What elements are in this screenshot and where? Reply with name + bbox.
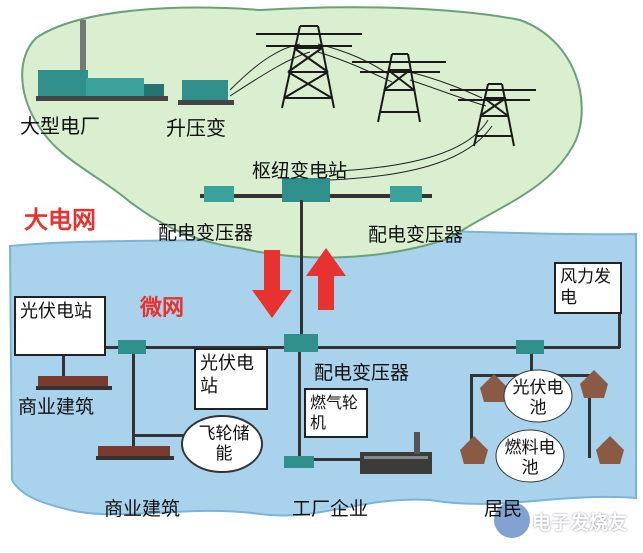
microgrid-region-label: 微网 — [140, 296, 185, 321]
power-plant-label: 大型电厂 — [20, 114, 100, 138]
dist-transformer-left-label: 配电变压器 — [158, 222, 254, 244]
transmission-tower-icon — [450, 83, 536, 147]
wind-power-box: 风力发电 — [554, 262, 622, 314]
pv-cell-bubble — [503, 369, 573, 423]
power-plant-icon — [36, 20, 168, 101]
grid-region-label: 大电网 — [24, 206, 96, 234]
pv-cell-label: 光伏电池 — [512, 378, 564, 419]
house-icon — [460, 370, 624, 464]
arrow-up-icon — [306, 248, 346, 310]
hub-substation-label: 枢纽变电站 — [252, 160, 348, 182]
hub-substation-icon — [200, 178, 432, 202]
fuel-cell-label: 燃料电池 — [504, 438, 556, 479]
transmission-tower-icon — [352, 53, 446, 123]
flywheel-label: 飞轮储能 — [198, 424, 250, 465]
pv-station-center-box: 光伏电站 — [194, 348, 268, 410]
commercial-building-icon — [36, 376, 112, 390]
microgrid-node-icon — [118, 334, 544, 468]
transmission-tower-icon — [256, 25, 362, 109]
commercial-top-label: 商业建筑 — [18, 396, 95, 418]
commercial-building-icon — [96, 446, 174, 460]
fuel-cell-bubble — [495, 429, 565, 483]
gas-turbine-box: 燃气轮机 — [304, 388, 368, 438]
factory-label: 工厂企业 — [292, 498, 369, 520]
dist-transformer-right-label: 配电变压器 — [368, 224, 464, 246]
step-up-transformer-icon — [178, 80, 234, 105]
residence-label: 居民 — [484, 498, 523, 520]
interconnect-line — [300, 200, 303, 334]
flywheel-bubble — [181, 415, 263, 473]
watermark-text: 电子发烧友 — [532, 512, 628, 534]
grid-region — [21, 6, 583, 259]
dist-transformer-micro-label: 配电变压器 — [314, 362, 410, 384]
watermark-logo-icon — [494, 502, 530, 538]
arrow-down-icon — [252, 250, 292, 318]
step-up-label: 升压变 — [166, 116, 226, 140]
factory-icon — [360, 432, 432, 474]
pv-station-left-box: 光伏电站 — [14, 296, 106, 356]
commercial-bottom-label: 商业建筑 — [104, 498, 181, 520]
